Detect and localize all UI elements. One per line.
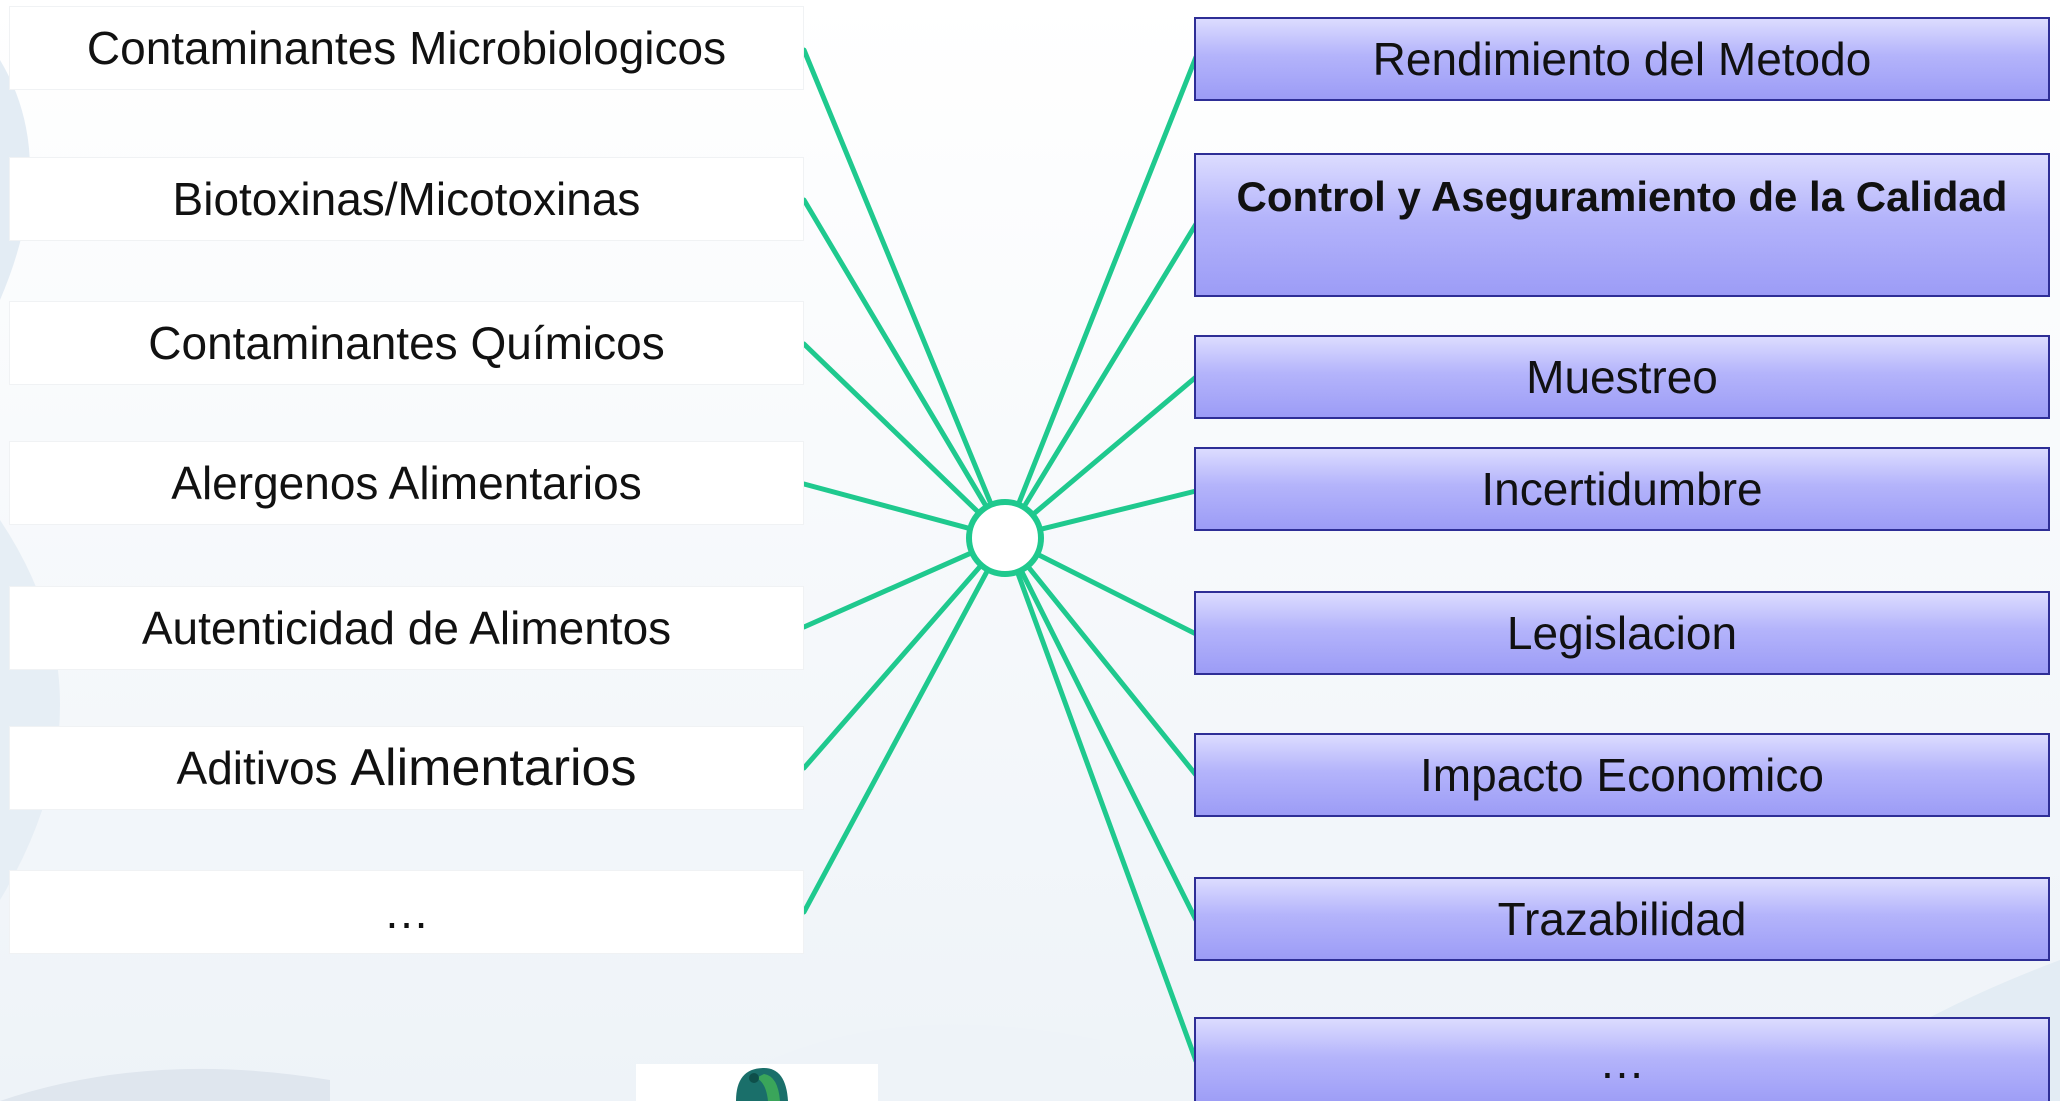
right-item-rendimiento-del-metodo: Rendimiento del Metodo [1194,17,2050,101]
connector-line-right-4 [1034,551,1199,637]
connector-lines [801,47,1199,1064]
left-item-label: Alergenos Alimentarios [171,457,642,509]
left-item-label-suffix: Alimentarios [350,739,637,797]
left-item-label: Autenticidad de Alimentos [141,602,672,654]
right-item-label: Rendimiento del Metodo [1372,33,1872,85]
left-item-label: … [383,886,430,938]
right-item-label: Incertidumbre [1481,463,1763,515]
left-item-label: Contaminantes Químicos [148,317,665,369]
organization-logo-icon [736,1068,788,1101]
right-item-impacto-economico: Impacto Economico [1194,733,2050,817]
left-item-autenticidad-de-alimentos: Autenticidad de Alimentos [9,586,804,670]
connector-line-right-1 [1021,221,1199,510]
connector-line-right-2 [1030,374,1199,518]
right-item-label: Muestreo [1526,351,1718,403]
organization-logo [636,1064,878,1101]
connector-line-right-5 [1025,563,1199,778]
right-item-ellipsis: … [1194,1017,2050,1101]
right-item-label: Legislacion [1506,607,1738,659]
connector-line-right-0 [1015,54,1199,508]
connector-line-left-3 [801,481,973,532]
left-item-contaminantes-quimicos: Contaminantes Químicos [9,301,804,385]
connector-line-left-5 [801,562,984,771]
left-item-biotoxinas-micotoxinas: Biotoxinas/Micotoxinas [9,157,804,241]
connector-line-left-0 [801,47,994,508]
connector-line-right-6 [1018,567,1199,923]
right-item-legislacion: Legislacion [1194,591,2050,675]
left-item-ellipsis: … [9,870,804,954]
right-item-label: Impacto Economico [1420,749,1824,801]
left-item-label: Biotoxinas/Micotoxinas [172,173,641,225]
left-item-contaminantes-microbiologicos: Contaminantes Microbiologicos [9,6,804,90]
right-item-label: Control y Aseguramiento de la Calidad [1236,173,2008,220]
connector-line-left-1 [801,197,990,510]
hub-circle [966,499,1044,577]
connector-line-right-7 [1014,569,1199,1064]
left-item-label: Contaminantes Microbiologicos [86,22,727,74]
right-item-muestreo: Muestreo [1194,335,2050,419]
left-item-label-prefix: Aditivos [176,742,351,794]
right-item-control-y-aseguramiento: Control y Aseguramiento de la Calidad [1194,153,2050,297]
connector-line-left-6 [801,567,991,915]
connector-line-right-3 [1037,488,1199,532]
right-item-trazabilidad: Trazabilidad [1194,877,2050,961]
connector-line-left-2 [801,341,982,516]
right-item-label: Trazabilidad [1497,893,1747,945]
left-item-alergenos-alimentarios: Alergenos Alimentarios [9,441,804,525]
right-item-incertidumbre: Incertidumbre [1194,447,2050,531]
right-item-label: … [1599,1036,1645,1088]
left-item-aditivos-alimentarios: Aditivos Alimentarios [9,726,804,810]
connector-line-left-4 [801,550,975,630]
